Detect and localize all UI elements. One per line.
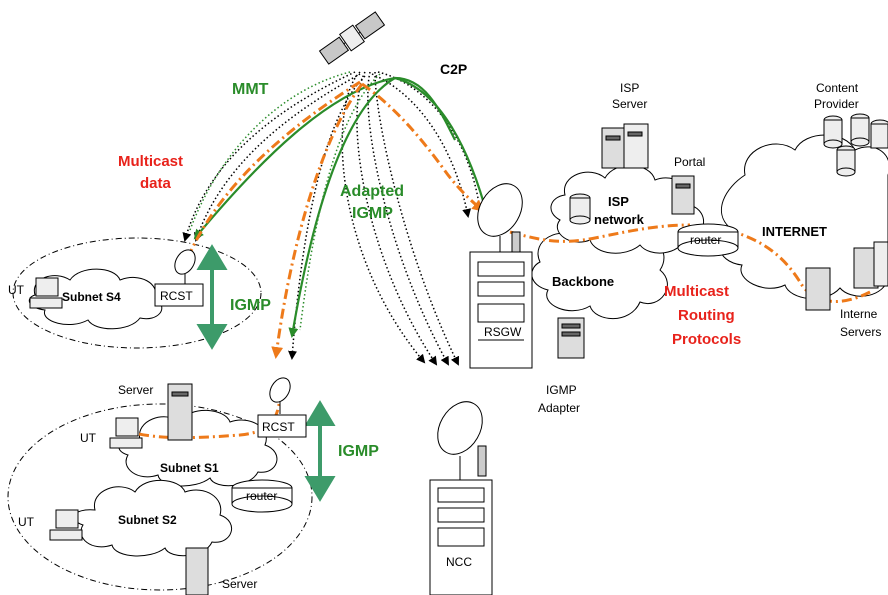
rcst-s4-label: RCST [160,289,193,303]
adapted-igmp-label-line2: IGMP [352,205,393,222]
rcst-s4-box [154,283,204,307]
c2p-label: C2P [440,61,467,77]
igmp-s1-arrow [304,400,336,502]
router-s1-label: router [246,489,277,503]
isp-database-icon [569,193,591,225]
portal-server-icon [671,175,695,215]
mmt-label: MMT [232,81,269,98]
igmp-adapter-server-icon [557,317,585,359]
internet-label: INTERNET [762,224,827,239]
igmp-s1-label: IGMP [338,443,379,460]
ut-s2-label: UT [18,515,35,529]
igmp-adapter-label-line1: IGMP [546,383,577,397]
rcst-s1-dish-icon [269,377,291,414]
subnet-s2-label: Subnet S2 [118,513,177,527]
backbone-label: Backbone [552,274,614,289]
internet-servers-label-line2: Servers [840,325,881,339]
isp-server-label-line1: ISP [620,81,639,95]
ut-s4-label: UT [8,283,25,297]
multicast-data-label-line2: data [140,175,172,192]
subnet-s2-cloud [73,479,232,557]
subnet-s4-cloud [28,268,163,330]
multicast-data-path [129,80,871,440]
rcst-s4-dish-icon [174,249,196,288]
content-provider-label-line2: Provider [814,97,859,111]
mrp-label-line1: Multicast [664,283,729,300]
rsgw-equipment [469,183,533,369]
server-s2-label: Server [222,577,257,591]
multicast-data-label-line1: Multicast [118,153,183,170]
isp-network-label-line1: ISP [608,194,629,209]
isp-router-label: router [690,233,721,247]
adapted-igmp-arrows [193,76,491,338]
content-provider-icon [823,113,888,177]
signalling-dotted-arrows [182,71,484,366]
isp-server-label-line2: Server [612,97,647,111]
rcst-s1-box [257,414,307,438]
ncc-label: NCC [446,555,472,569]
isp-router-icon [677,223,739,257]
igmp-s4-label: IGMP [230,297,271,314]
internet-servers-icon [805,241,888,311]
mrp-label-line3: Protocols [672,331,741,348]
igmp-s4-arrow [196,244,228,350]
portal-label: Portal [674,155,705,169]
ut-s1-label: UT [80,431,97,445]
rcst-s1-label: RCST [262,420,295,434]
ut-s1-computer-icon [109,417,143,449]
ncc-equipment [429,401,493,595]
ut-s4-computer-icon [29,277,63,309]
mrp-label-line2: Routing [678,307,735,324]
rsgw-label: RSGW [484,325,522,339]
igmp-adapter-label-line2: Adapter [538,401,580,415]
subnet-s1-s2-boundary [7,403,313,591]
adapted-igmp-label-line1: Adapted [340,183,404,200]
server-s1-icon [167,383,193,441]
isp-network-label-line2: network [594,212,645,227]
satellite-icon [318,11,386,65]
subnet-s4-boundary [12,237,262,349]
internet-servers-label-line1: Interne [840,307,878,321]
subnet-s1-label: Subnet S1 [160,461,219,475]
subnet-s4-label: Subnet S4 [62,290,121,304]
ut-s2-computer-icon [49,509,83,541]
server-s2-icon [185,547,209,595]
content-provider-label-line1: Content [816,81,859,95]
isp-server-icon [601,123,649,169]
mmt-dotted-green [189,71,381,331]
router-s1-icon [231,479,293,513]
server-s1-label: Server [118,383,153,397]
